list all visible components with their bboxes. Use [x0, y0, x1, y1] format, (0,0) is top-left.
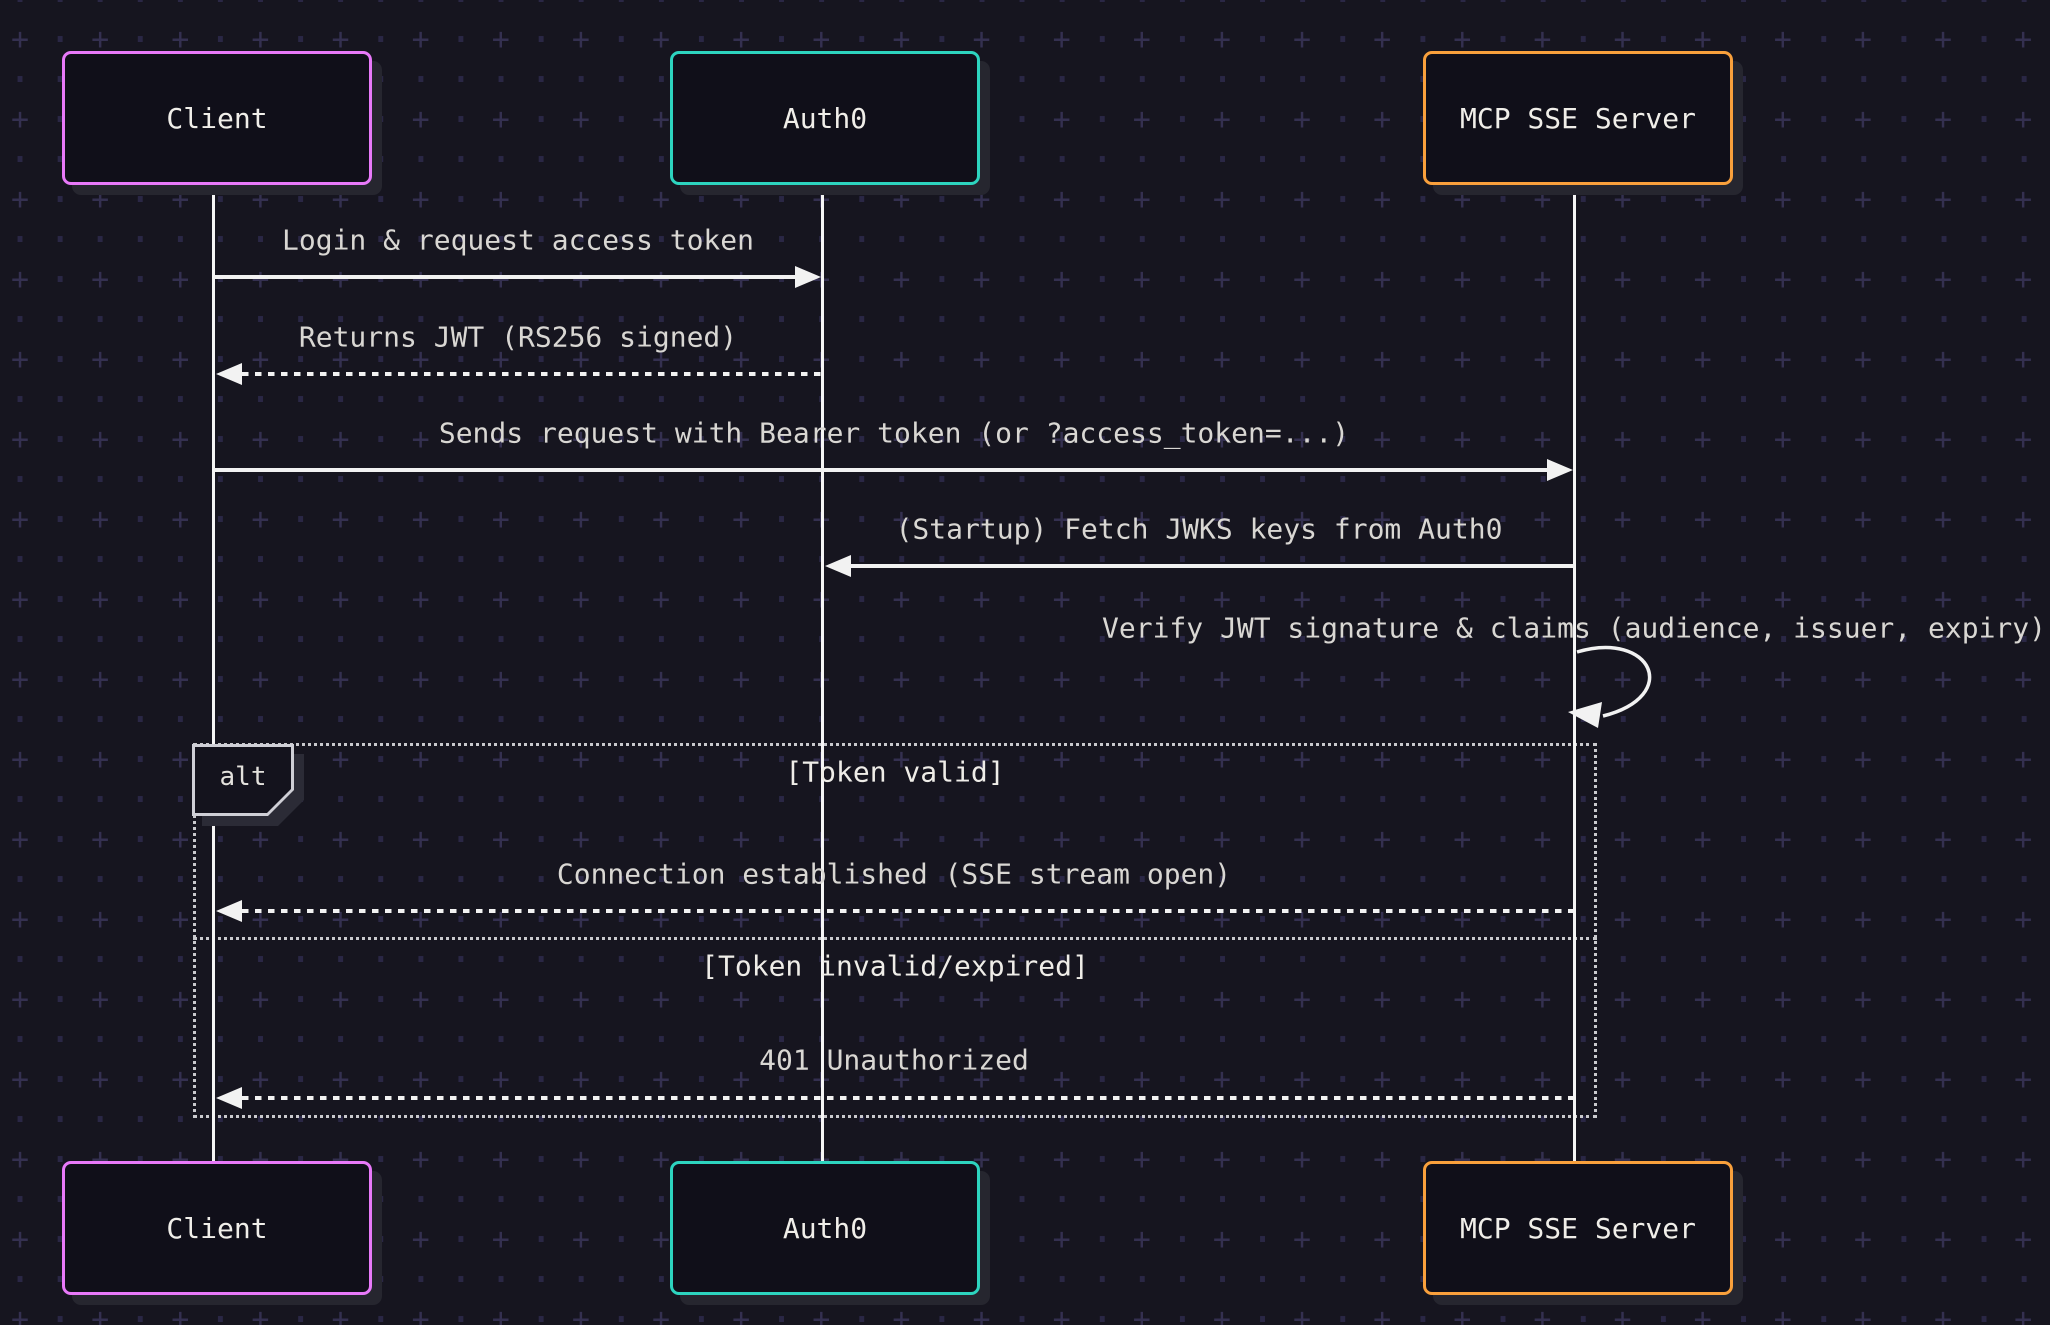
background-dot-pattern: ········································… [8, 0, 2050, 1325]
actor-client-label: Client [166, 101, 268, 135]
arrowhead-left-icon [216, 900, 242, 922]
message-label-connection-established: Connection established (SSE stream open) [556, 857, 1232, 891]
message-label-returns-jwt: Returns JWT (RS256 signed) [298, 320, 738, 354]
alt-block-divider [193, 937, 1597, 940]
alt-block-frame [193, 743, 1597, 1118]
message-line-fetch-jwks [851, 564, 1575, 568]
message-label-verify-jwt: Verify JWT signature & claims (audience,… [1101, 611, 2047, 645]
message-line-bearer-token [214, 468, 1549, 472]
guard-token-valid: [Token valid] [785, 755, 1005, 789]
actor-mcp-sse-server-label: MCP SSE Server [1459, 101, 1696, 135]
message-label-login: Login & request access token [281, 223, 755, 257]
background-plus-pattern: + + + + + + + + + + + + + + + + + + + + … [11, 22, 2050, 1325]
actor-auth0-top: Auth0 [670, 51, 980, 185]
actor-auth0-label: Auth0 [782, 101, 868, 135]
message-label-fetch-jwks: (Startup) Fetch JWKS keys from Auth0 [895, 512, 1503, 546]
alt-label-tag: alt [192, 744, 294, 816]
arrowhead-left-icon [216, 1087, 242, 1109]
actor-client-label: Client [166, 1211, 268, 1245]
message-label-bearer-token: Sends request with Bearer token (or ?acc… [438, 416, 1350, 450]
alt-tag-text: alt [195, 747, 291, 813]
actor-auth0-label: Auth0 [782, 1211, 868, 1245]
arrowhead-left-icon [825, 555, 851, 577]
lifeline-mcp-sse-server [1573, 180, 1576, 1162]
actor-auth0-bottom: Auth0 [670, 1161, 980, 1295]
message-line-login [214, 275, 799, 279]
actor-mcp-sse-server-label: MCP SSE Server [1459, 1211, 1696, 1245]
actor-mcp-sse-server-top: MCP SSE Server [1423, 51, 1733, 185]
actor-mcp-sse-server-bottom: MCP SSE Server [1423, 1161, 1733, 1295]
arrowhead-right-icon [1547, 459, 1573, 481]
arrowhead-right-icon [795, 266, 821, 288]
guard-token-invalid: [Token invalid/expired] [701, 949, 1089, 983]
self-loop-arrow [1568, 645, 1652, 728]
actor-client-top: Client [62, 51, 372, 185]
message-line-connection-established [242, 909, 1573, 913]
lifeline-auth0 [821, 180, 824, 1162]
message-label-401-unauthorized: 401 Unauthorized [759, 1043, 1029, 1077]
arrowhead-left-icon [216, 363, 242, 385]
message-line-401-unauthorized [242, 1096, 1573, 1100]
lifeline-client [212, 180, 215, 1162]
actor-client-bottom: Client [62, 1161, 372, 1295]
message-line-returns-jwt [242, 372, 823, 376]
